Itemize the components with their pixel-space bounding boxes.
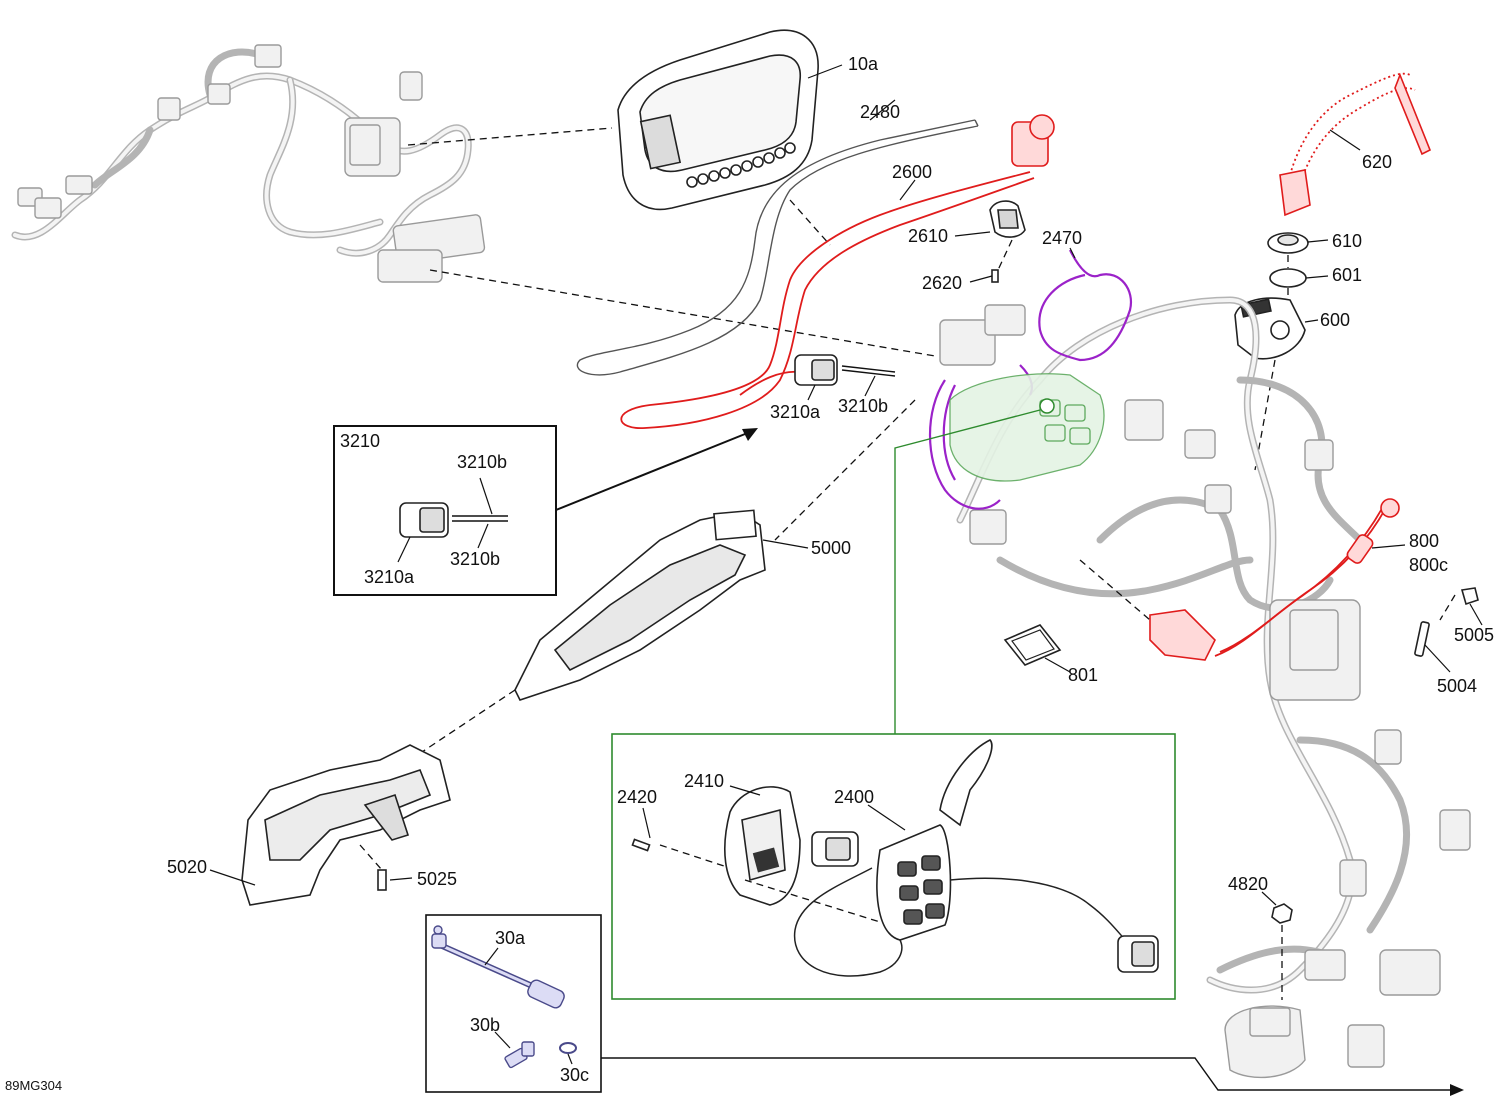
callout-620: 620: [1362, 152, 1392, 172]
cable-2600: 2600: [620, 114, 1055, 429]
callout-2610: 2610: [908, 226, 948, 246]
callout-2400: 2400: [834, 787, 874, 807]
switch-ghost-in-assembly: [894, 373, 1105, 734]
callout-5020: 5020: [167, 857, 207, 877]
callout-2620: 2620: [922, 273, 962, 293]
diagram-code: 89MG304: [5, 1078, 62, 1093]
bolt-30b: 30b: [470, 1015, 535, 1069]
callout-4820: 4820: [1228, 874, 1268, 894]
callout-2420: 2420: [617, 787, 657, 807]
clip-2610: 2610 2620: [908, 200, 1026, 293]
callout-5000: 5000: [811, 538, 851, 558]
callout-30b: 30b: [470, 1015, 500, 1035]
callout-800: 800: [1409, 531, 1439, 551]
callout-2480: 2480: [860, 102, 900, 122]
washer-30c: 30c: [559, 1042, 589, 1085]
callout-5005: 5005: [1454, 625, 1494, 645]
harness-top-left: [11, 44, 936, 357]
callout-2600: 2600: [892, 162, 932, 182]
callout-801: 801: [1068, 665, 1098, 685]
detail-box-3210: 3210 3210b 3210b 3210a: [333, 425, 758, 596]
display-buttons-row: [686, 142, 796, 188]
callout-30a: 30a: [495, 928, 526, 948]
callout-800c: 800c: [1409, 555, 1448, 575]
screw-2420: 2420: [617, 787, 731, 869]
lanyard-620: 620: [1279, 72, 1432, 217]
callout-5004: 5004: [1437, 676, 1477, 696]
callout-30c: 30c: [560, 1065, 589, 1085]
sensor-30a: 30a: [431, 925, 565, 1009]
callout-601: 601: [1332, 265, 1362, 285]
callout-3210b: 3210b: [838, 396, 888, 416]
housing-5020: 5020 5025: [167, 744, 457, 906]
instrument-display-10a: 10a: [617, 29, 879, 211]
callout-2410: 2410: [684, 771, 724, 791]
housing-5000: 5000: [394, 399, 916, 771]
callout-10a: 10a: [848, 54, 879, 74]
fasteners-5004-5005: 5005 5004: [1414, 587, 1494, 696]
detail-3210b-top: 3210b: [457, 452, 507, 472]
connector-3210-main: 3210a 3210b: [739, 354, 896, 422]
detail-3210b-bottom: 3210b: [450, 549, 500, 569]
wire-loom-2470: 2470: [928, 228, 1133, 510]
callout-2470: 2470: [1042, 228, 1082, 248]
gasket-801: 801: [1003, 624, 1098, 685]
detail-box-switch: 2420 2410 2400: [611, 733, 1176, 1000]
callout-3210a: 3210a: [770, 402, 821, 422]
cover-2410: 2410: [684, 771, 881, 923]
harness-main-right: [939, 296, 1471, 1079]
cable-800: 800 800c: [1079, 498, 1448, 661]
detail-3210a: 3210a: [364, 567, 415, 587]
detail-3210-title: 3210: [340, 431, 380, 451]
callout-600: 600: [1320, 310, 1350, 330]
callout-5025: 5025: [417, 869, 457, 889]
nut-4820: 4820: [1228, 874, 1293, 1000]
detail-box-30: 30a 30b 30c: [425, 914, 1464, 1096]
callout-610: 610: [1332, 231, 1362, 251]
cable-2480: 2480: [576, 99, 979, 376]
switch-2400: 2400: [793, 739, 1159, 977]
